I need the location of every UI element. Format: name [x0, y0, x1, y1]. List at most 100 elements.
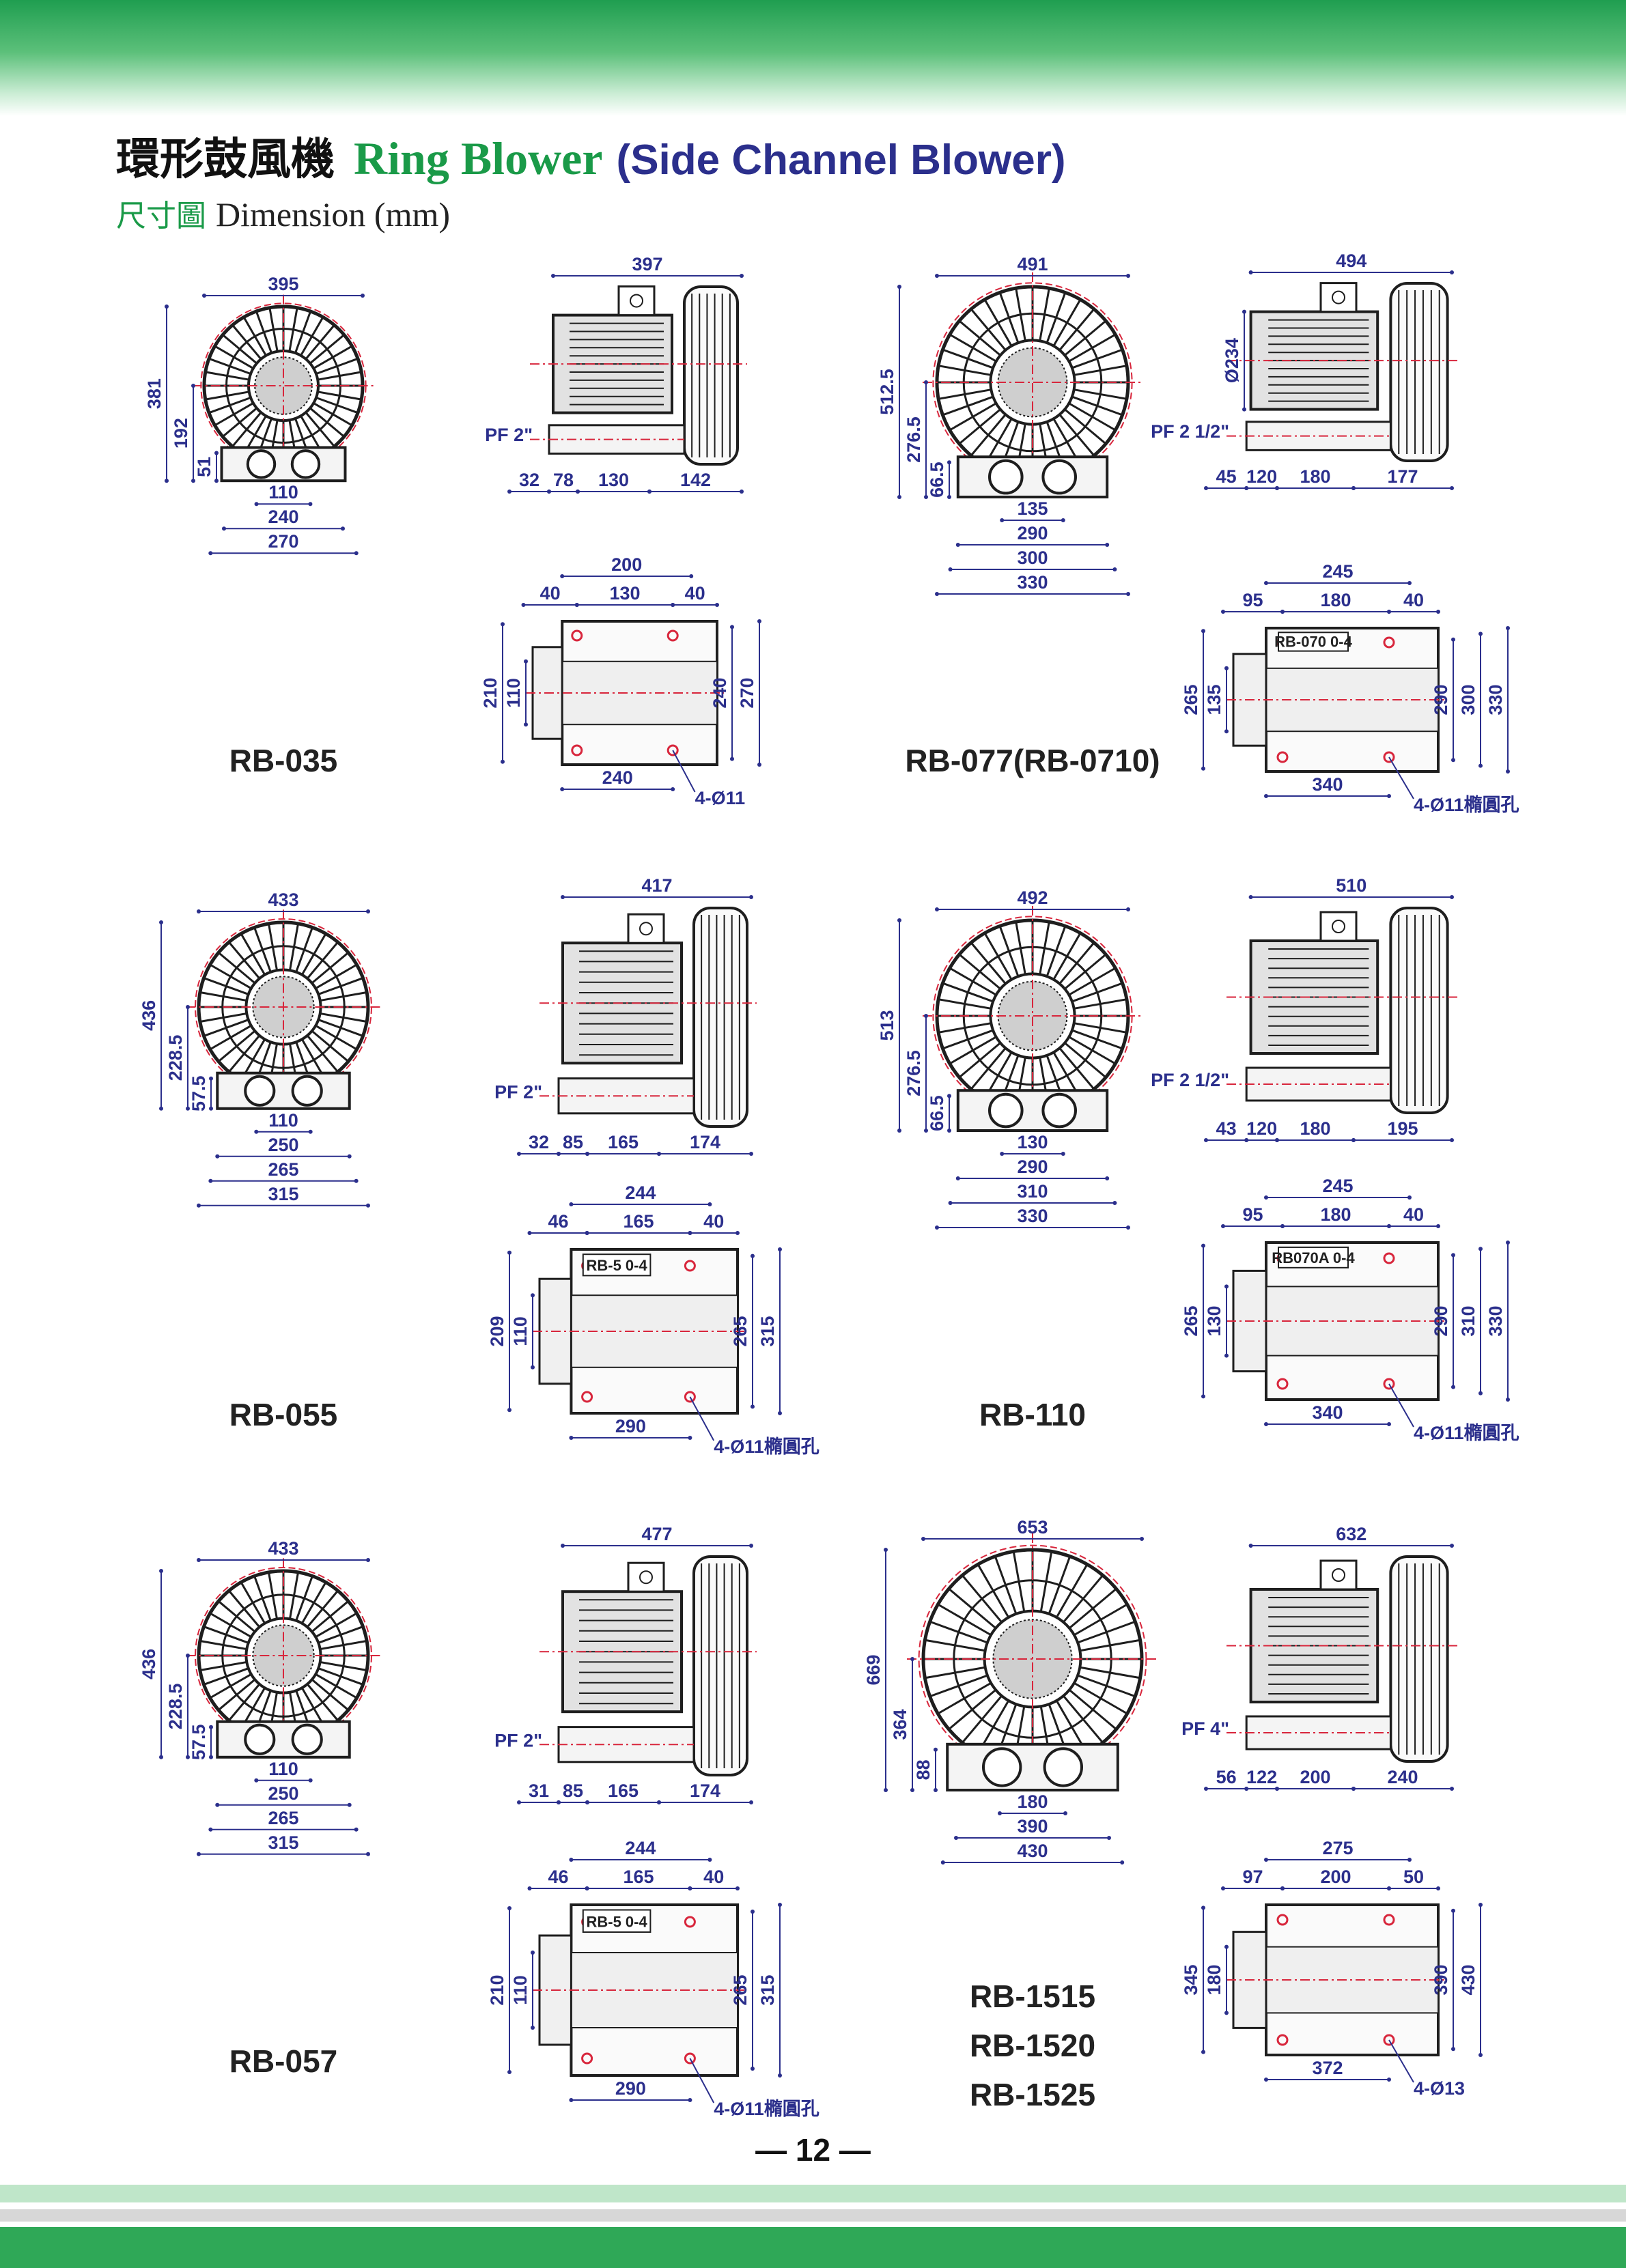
dimension-tick — [197, 1852, 201, 1856]
dimension-label: 250 — [268, 1135, 298, 1155]
dimension-label: 50 — [1403, 1867, 1424, 1887]
dimension-label: 250 — [268, 1783, 298, 1804]
dimension-tick — [569, 1858, 574, 1862]
dimension-tick — [947, 1129, 951, 1133]
dimension-tick — [186, 1005, 190, 1009]
dimension-label: 165 — [623, 1211, 654, 1232]
dimension-tick — [531, 1365, 535, 1370]
dimension-tick — [341, 526, 345, 531]
dimension-tick — [740, 490, 744, 494]
dimension-label: 276.5 — [903, 416, 924, 463]
dimension-tick — [1204, 1787, 1208, 1791]
dimension-label: Ø234 — [1222, 338, 1242, 383]
dimension-label: 209 — [487, 1316, 507, 1346]
dimension-label: 290 — [1017, 1157, 1048, 1177]
dimension-tick — [1201, 1905, 1205, 1910]
blower-side-view — [1226, 282, 1457, 462]
dimension-tick — [1248, 1544, 1253, 1548]
dimension-tick — [998, 1811, 1002, 1815]
dimension-tick — [1436, 1886, 1440, 1890]
mounting-hole — [1276, 751, 1289, 763]
dimension-tick — [585, 1152, 589, 1156]
dimension-label: 180 — [1204, 1964, 1224, 1995]
dimension-label: 177 — [1387, 466, 1418, 487]
dimension-label: 275 — [1322, 1838, 1353, 1858]
dimension-label: 95 — [1242, 1204, 1263, 1225]
housing-ring — [221, 945, 346, 1069]
dimension-tick — [569, 1436, 574, 1440]
dimension-label: 330 — [1485, 684, 1506, 715]
dimension-tick — [1478, 632, 1483, 636]
dimension-tick — [1264, 1422, 1268, 1426]
dimension-label: 180 — [1017, 1791, 1048, 1812]
title-en: Ring Blower — [354, 132, 603, 184]
blower-front-view — [923, 272, 1143, 499]
dimension-tick — [751, 1910, 755, 1914]
dimension-tick — [897, 285, 901, 289]
dimension-label: 265 — [1181, 684, 1201, 715]
dimension-tick — [935, 907, 939, 911]
dimension-label: 32 — [529, 1132, 549, 1152]
inlet-port — [244, 1075, 276, 1107]
blower-housing — [1389, 907, 1449, 1114]
dimension-label: 142 — [680, 470, 711, 490]
dimension-tick — [254, 502, 259, 507]
dimension-tick — [1351, 486, 1356, 490]
dimension-label: 165 — [608, 1781, 639, 1801]
dimension-tick — [560, 574, 565, 578]
dimension-tick — [1126, 274, 1130, 278]
dimension-tick — [214, 479, 219, 483]
dimension-tick — [935, 592, 939, 596]
inlet-port — [982, 1747, 1022, 1787]
dimension-tick — [1244, 1138, 1249, 1142]
blower-base-view: RB-070 0-4 — [1226, 627, 1445, 773]
dimension-tick — [159, 1569, 163, 1573]
dimension-label: 240 — [1387, 1767, 1418, 1787]
dimension-tick — [507, 1408, 511, 1413]
dimension-tick — [897, 1129, 901, 1133]
dimension-label: 300 — [1017, 548, 1048, 568]
port-size-label: PF 2" — [494, 1730, 542, 1750]
model-name: RB-1515 — [970, 1979, 1095, 2014]
dimension-label: 491 — [1017, 254, 1048, 274]
dimension-tick — [1407, 1858, 1412, 1862]
mounting-hole — [581, 2052, 593, 2065]
dimension-tick — [1248, 270, 1253, 274]
leader-line — [1388, 2039, 1414, 2083]
footer-band-light — [0, 2185, 1626, 2202]
dimension-tick — [707, 1858, 712, 1862]
dimension-label: 513 — [877, 1010, 897, 1040]
dimension-label: 290 — [1017, 523, 1048, 543]
dimension-tick — [778, 2073, 782, 2078]
dimension-label: 245 — [1322, 1176, 1353, 1196]
mounting-hole — [581, 1391, 593, 1403]
nameplate-text: RB070A 0-4 — [1272, 1249, 1355, 1266]
dimension-label: 310 — [1017, 1181, 1048, 1202]
blower-housing — [1389, 282, 1449, 462]
terminal-gland — [1332, 920, 1345, 933]
terminal-box — [1319, 282, 1358, 313]
dimension-label: 180 — [1300, 1118, 1330, 1139]
blower-side-view — [539, 907, 757, 1128]
dimension-label: 477 — [641, 1524, 672, 1544]
dimension-tick — [569, 2098, 574, 2102]
dimension-tick — [757, 619, 761, 623]
dimension-tick — [955, 1176, 960, 1180]
dimension-tick — [1451, 1385, 1455, 1389]
dimension-tick — [524, 722, 528, 727]
port-block — [220, 446, 347, 483]
port-block — [946, 1742, 1119, 1792]
dimension-tick — [735, 1231, 740, 1235]
dimension-label: 130 — [609, 583, 640, 604]
dimension-tick — [186, 1755, 190, 1759]
dimension-tick — [884, 1548, 888, 1552]
dimension-tick — [1387, 610, 1391, 614]
dimension-tick — [561, 1544, 565, 1548]
dimension-label: 78 — [553, 470, 574, 490]
dimension-label: 244 — [625, 1838, 656, 1858]
dimension-tick — [557, 1152, 561, 1156]
